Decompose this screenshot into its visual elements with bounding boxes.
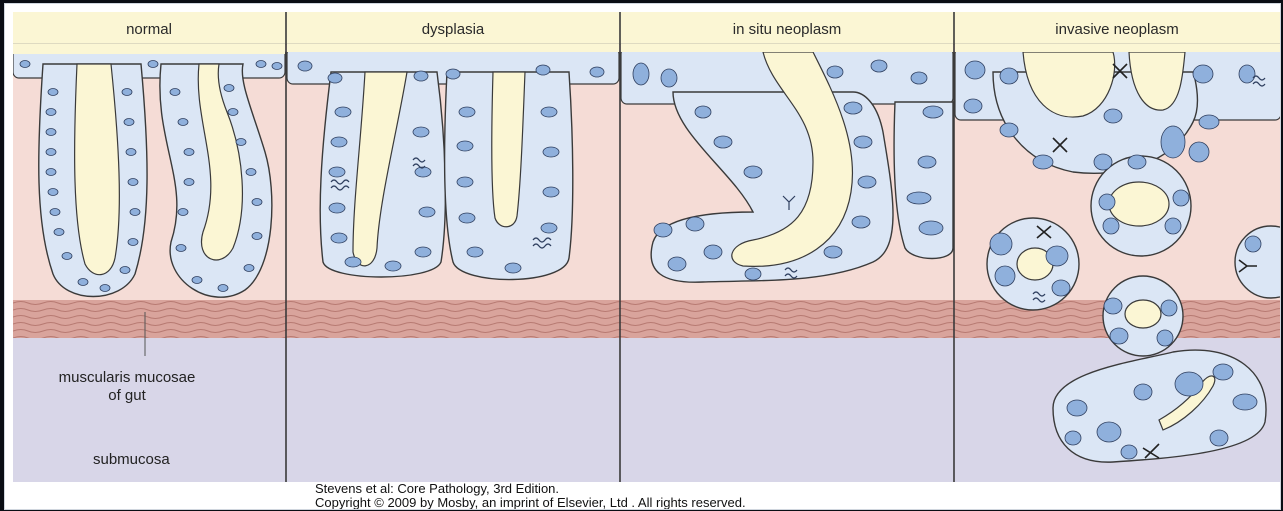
dysplasia-panel-crypts [287,44,619,280]
panel-title-dysplasia: dysplasia [422,21,485,38]
figure-frame: normal dysplasia in situ neoplasm invasi… [4,3,1281,510]
muscularis-layer [13,300,1281,338]
label-muscularis-line2: of gut [108,387,146,404]
label-muscularis-line1: muscularis mucosae [59,369,196,386]
credit-line-1: Stevens et al: Core Pathology, 3rd Editi… [315,482,1135,496]
credit-line-2: Copyright © 2009 by Mosby, an imprint of… [315,496,1135,510]
panel-title-invasive: invasive neoplasm [1055,21,1178,38]
panel-title-normal: normal [126,21,172,38]
panel-title-in-situ: in situ neoplasm [733,21,841,38]
label-submucosa: submucosa [93,451,170,468]
figure-credit: Stevens et al: Core Pathology, 3rd Editi… [315,482,1135,510]
pathology-diagram: normal dysplasia in situ neoplasm invasi… [13,12,1281,484]
